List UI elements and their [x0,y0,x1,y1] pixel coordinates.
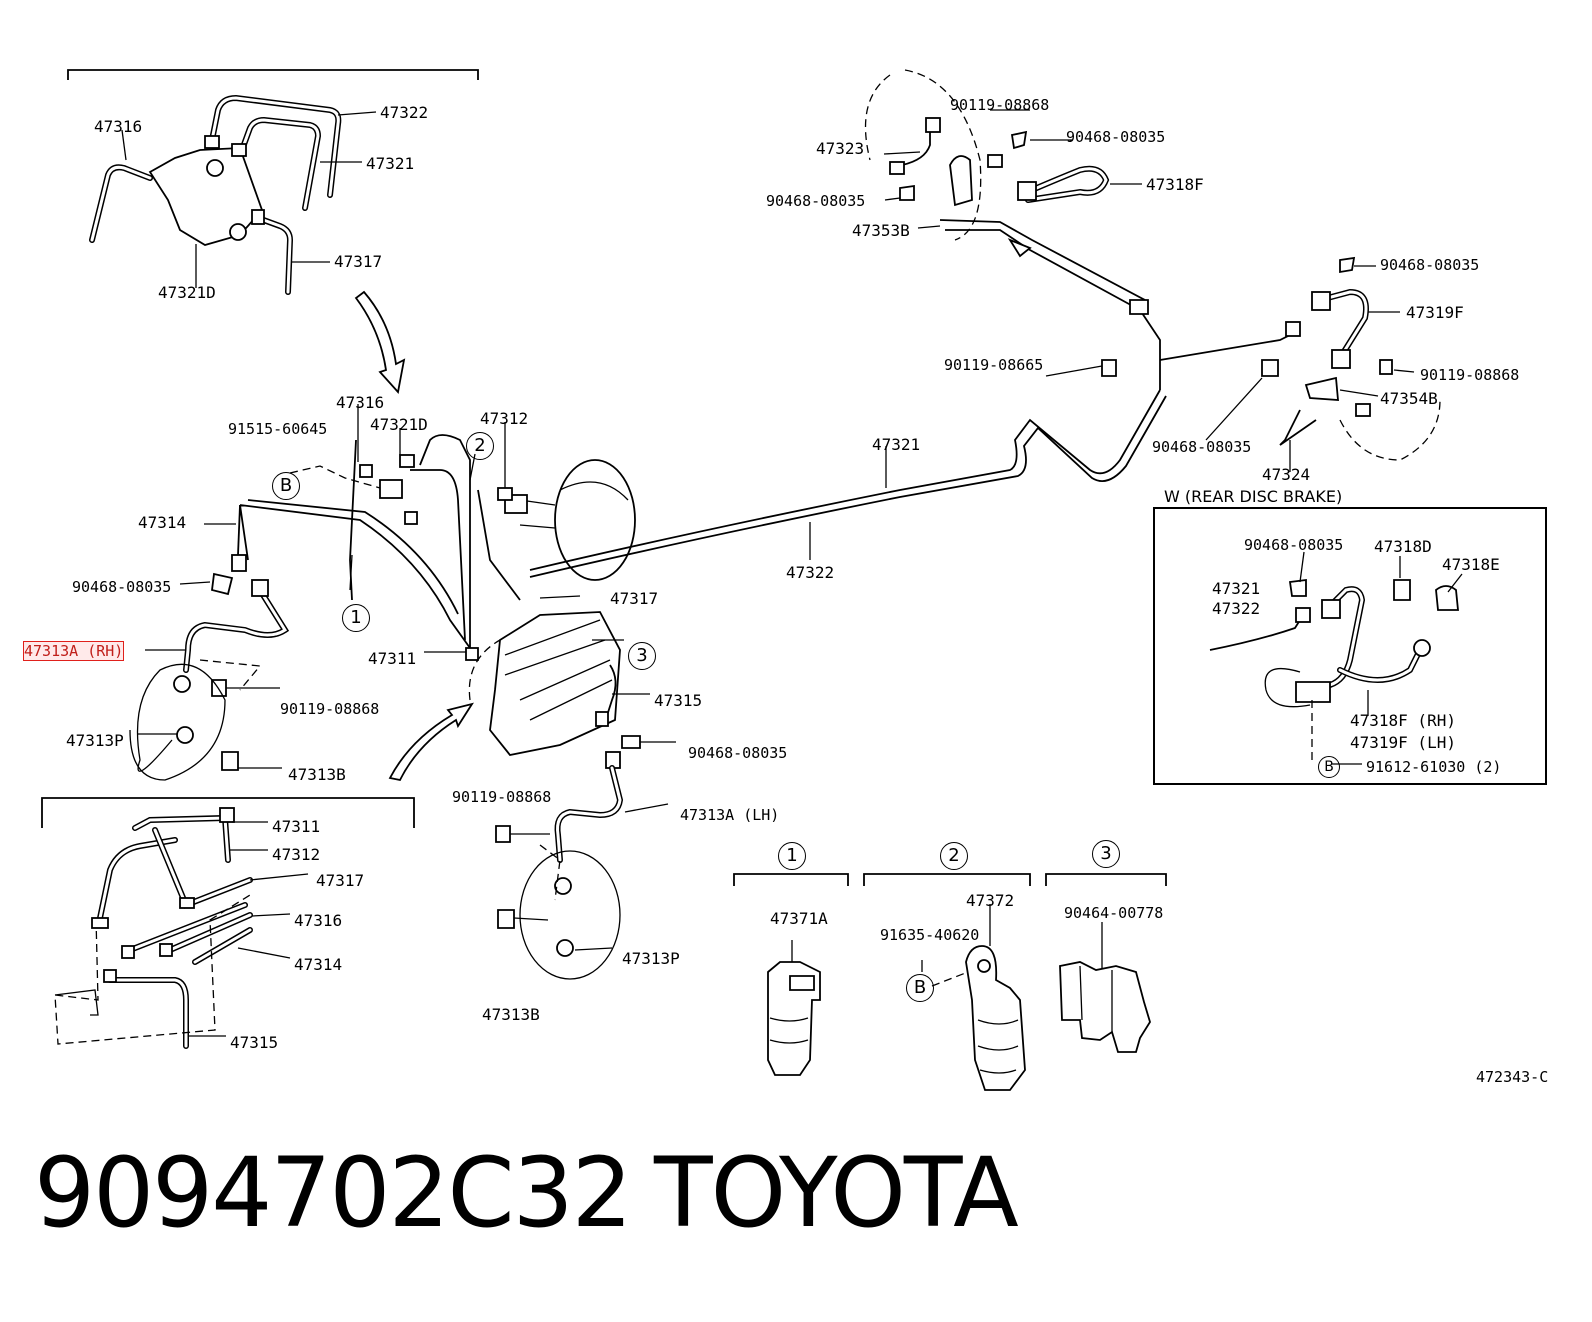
label-91635-40620: 91635-40620 [880,926,980,944]
label-r-47324: 47324 [1262,465,1311,484]
label-tl-47316: 47316 [94,117,143,136]
label-47316: 47316 [336,393,385,412]
label-47317: 47317 [610,589,659,608]
label-r-47323: 47323 [816,139,865,158]
label-r-90468-08035-c: 90468-08035 [1380,256,1480,274]
label-w-91612-61030: 91612-61030 (2) [1366,758,1502,776]
label-91515-60645: 91515-60645 [228,420,328,438]
label-r-47318f: 47318F [1146,175,1204,194]
label-bl-47315: 47315 [230,1033,279,1052]
label-r-90119-08868-b: 90119-08868 [1420,366,1520,384]
label-47313b-b: 47313B [482,1005,540,1024]
label-tl-47321d: 47321D [158,283,216,302]
label-ref-472343-c: 472343-C [1476,1068,1549,1086]
clamp-group-2 [863,873,1031,1091]
label-bl-47312: 47312 [272,845,321,864]
part-number: 9094702C32 [34,1137,633,1249]
label-r-47319f: 47319F [1406,303,1464,322]
label-90468-08035-b: 90468-08035 [688,744,788,762]
callout-1-main: 1 [342,604,370,632]
label-47322: 47322 [786,563,835,582]
label-w-47321: 47321 [1212,579,1261,598]
label-w-47318d: 47318D [1374,537,1432,556]
callout-b-box: B [1318,756,1340,778]
label-47313b-a: 47313B [288,765,346,784]
label-r-90119-08665: 90119-08665 [944,356,1044,374]
label-r-47353b: 47353B [852,221,910,240]
label-90119-08868-b: 90119-08868 [452,788,552,806]
label-47311: 47311 [368,649,417,668]
label-bl-47316: 47316 [294,911,343,930]
label-r-47354b: 47354B [1380,389,1438,408]
label-47313p-a: 47313P [66,731,124,750]
brand-name: TOYOTA [654,1137,1019,1249]
label-tl-47317: 47317 [334,252,383,271]
clamp-group-3 [1045,873,1167,1053]
label-47312: 47312 [480,409,529,428]
label-bl-47314: 47314 [294,955,343,974]
label-47313p-b: 47313P [622,949,680,968]
callout-3-group: 3 [1092,840,1120,868]
label-bl-47311: 47311 [272,817,321,836]
callout-3-main: 3 [628,642,656,670]
label-r-90468-08035-b: 90468-08035 [766,192,866,210]
bottom-left-inset [41,797,415,1049]
clamp-group-1 [733,873,849,1076]
label-90468-08035-a: 90468-08035 [72,578,172,596]
left-hose-rh [129,504,290,781]
right-hose-lh [495,735,676,980]
label-w-90468-08035: 90468-08035 [1244,536,1344,554]
callout-b-main: B [272,472,300,500]
label-w-47319f: 47319F (LH) [1350,733,1456,752]
label-47321d: 47321D [370,415,428,434]
rear-disc-box [1153,507,1547,785]
callout-b-clamp: B [906,974,934,1002]
label-w-47322: 47322 [1212,599,1261,618]
label-w-47318f: 47318F (RH) [1350,711,1456,730]
top-left-inset [67,69,479,295]
rear-right-assembly [864,69,1441,472]
label-47371a: 47371A [770,909,828,928]
label-47321: 47321 [872,435,921,454]
label-r-90468-08035-a: 90468-08035 [1066,128,1166,146]
callout-1-group: 1 [778,842,806,870]
label-r-90468-08035-d: 90468-08035 [1152,438,1252,456]
label-47314: 47314 [138,513,187,532]
label-90464-00778: 90464-00778 [1064,904,1164,922]
label-47372: 47372 [966,891,1015,910]
main-assembly [204,389,1167,756]
label-r-90119-08868-a: 90119-08868 [950,96,1050,114]
label-w-47318e: 47318E [1442,555,1500,574]
callout-2-group: 2 [940,842,968,870]
callout-2-main: 2 [466,432,494,460]
label-90119-08868-a: 90119-08868 [280,700,380,718]
label-tl-47322: 47322 [380,103,429,122]
label-47313a-lh: 47313A (LH) [680,806,780,824]
label-47315: 47315 [654,691,703,710]
label-tl-47321: 47321 [366,154,415,173]
label-bl-47317: 47317 [316,871,365,890]
label-w-title: W (REAR DISC BRAKE) [1164,487,1343,506]
label-47313a-rh[interactable]: 47313A (RH) [22,641,125,661]
